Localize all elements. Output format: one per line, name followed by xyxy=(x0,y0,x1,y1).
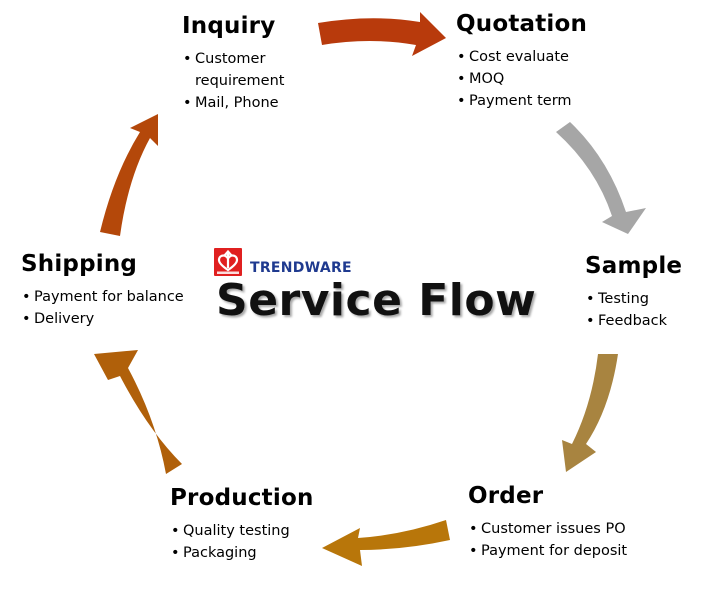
arrow-quotation-to-sample xyxy=(556,122,646,234)
stage-sample: Sample Testing Feedback xyxy=(585,252,682,332)
stage-item-text: Feedback xyxy=(598,313,668,329)
stage-item-text: Customer requirement xyxy=(195,51,285,89)
brand-row: TRENDWARE xyxy=(214,248,536,276)
stage-item-text: Payment term xyxy=(469,93,572,109)
arrow-inquiry-to-quotation xyxy=(318,12,446,56)
stage-item-text: Cost evaluate xyxy=(469,49,569,65)
center-branding: TRENDWARE Service Flow xyxy=(214,248,536,326)
arrow-order-to-production xyxy=(322,520,450,566)
stage-production: Production Quality testing Packaging xyxy=(170,484,314,564)
heart-arrow-icon xyxy=(217,249,239,274)
stage-item-text: Quality testing xyxy=(183,523,290,539)
page-title: Service Flow xyxy=(216,275,537,326)
arrow-shipping-to-inquiry xyxy=(100,114,158,236)
stage-item-text: Testing xyxy=(598,291,649,307)
stage-item: Delivery xyxy=(21,308,184,330)
stage-item: Testing xyxy=(585,288,682,310)
stage-title: Production xyxy=(170,485,314,511)
stage-items: Cost evaluate MOQ Payment term xyxy=(456,46,587,112)
stage-item: Payment for balance xyxy=(21,286,184,308)
stage-title: Sample xyxy=(585,253,683,279)
stage-items: Customer issues PO Payment for deposit xyxy=(468,518,627,562)
stage-item: Packaging xyxy=(170,542,314,564)
arrow-sample-to-order xyxy=(562,354,618,472)
stage-inquiry: Inquiry Customer requirement Mail, Phone xyxy=(182,12,295,114)
stage-item: MOQ xyxy=(456,68,587,90)
stage-item-text: Payment for deposit xyxy=(481,543,628,559)
stage-item: Mail, Phone xyxy=(182,92,295,114)
stage-item: Customer issues PO xyxy=(468,518,627,540)
stage-item-text: Customer issues PO xyxy=(481,521,626,537)
stage-order: Order Customer issues PO Payment for dep… xyxy=(468,482,627,562)
brand-name: TRENDWARE xyxy=(250,260,352,276)
stage-title: Inquiry xyxy=(182,13,276,39)
stage-item: Quality testing xyxy=(170,520,314,542)
stage-items: Quality testing Packaging xyxy=(170,520,314,564)
stage-shipping: Shipping Payment for balance Delivery xyxy=(21,250,184,330)
stage-items: Testing Feedback xyxy=(585,288,682,332)
stage-items: Customer requirement Mail, Phone xyxy=(182,48,295,114)
stage-item: Feedback xyxy=(585,310,682,332)
stage-items: Payment for balance Delivery xyxy=(21,286,184,330)
stage-item-text: Delivery xyxy=(34,311,95,327)
stage-item-text: Payment for balance xyxy=(34,289,184,305)
stage-item: Cost evaluate xyxy=(456,46,587,68)
stage-item: Customer requirement xyxy=(182,48,295,92)
trendware-logo-icon xyxy=(214,248,242,276)
stage-item: Payment for deposit xyxy=(468,540,627,562)
stage-title: Shipping xyxy=(21,251,138,277)
stage-item: Payment term xyxy=(456,90,587,112)
stage-title: Quotation xyxy=(456,11,588,37)
stage-title: Order xyxy=(468,483,544,509)
stage-quotation: Quotation Cost evaluate MOQ Payment term xyxy=(456,10,587,112)
stage-item-text: Mail, Phone xyxy=(195,95,279,111)
arrow-production-to-shipping xyxy=(94,350,182,474)
stage-item-text: Packaging xyxy=(183,545,257,561)
stage-item-text: MOQ xyxy=(469,71,505,87)
